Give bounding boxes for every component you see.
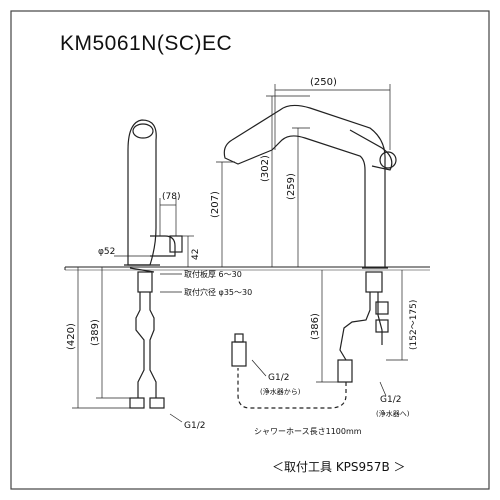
- dimension-lines: [72, 84, 408, 423]
- dim-259: (259): [286, 173, 297, 200]
- note-hose-length: シャワーホース長さ1100mm: [254, 427, 362, 436]
- dim-389: (389): [90, 319, 101, 346]
- dim-302: (302): [260, 155, 271, 182]
- outer-border: [10, 10, 490, 490]
- dimension-labels: (250) (302) (259) (207) (78) 42 φ52 (420…: [66, 77, 419, 350]
- drawing-frame: (250) (302) (259) (207) (78) 42 φ52 (420…: [10, 10, 490, 490]
- note-thread-right-sub: (浄水器へ): [376, 409, 410, 418]
- countertop: [64, 266, 430, 271]
- dim-phi52: φ52: [98, 247, 115, 257]
- dim-78: (78): [162, 192, 180, 202]
- technical-drawing: (250) (302) (259) (207) (78) 42 φ52 (420…: [10, 10, 490, 490]
- dim-207: (207): [210, 191, 221, 218]
- note-mount-thickness: 取付板厚 6〜30: [184, 269, 242, 279]
- model-title: KM5061N(SC)EC: [60, 32, 233, 55]
- faucet-side-view: [124, 119, 183, 409]
- faucet-front-view: [223, 104, 397, 409]
- note-thread-mid-sub: (浄水器から): [260, 387, 301, 396]
- dim-386: (386): [310, 313, 321, 340]
- note-thread-left: G1/2: [184, 421, 205, 431]
- note-thread-right: G1/2: [380, 395, 401, 405]
- note-thread-mid: G1/2: [268, 373, 289, 383]
- dim-152-175: (152〜175): [409, 300, 419, 350]
- dim-250: (250): [310, 77, 337, 88]
- notes: 取付板厚 6〜30 取付穴径 φ35〜30 G1/2 G1/2 (浄水器から) …: [184, 269, 410, 436]
- dim-42: 42: [191, 249, 201, 260]
- tool-note: ＜取付工具 KPS957B ＞: [272, 460, 406, 474]
- note-mount-hole: 取付穴径 φ35〜30: [184, 287, 252, 297]
- dim-420: (420): [66, 323, 77, 350]
